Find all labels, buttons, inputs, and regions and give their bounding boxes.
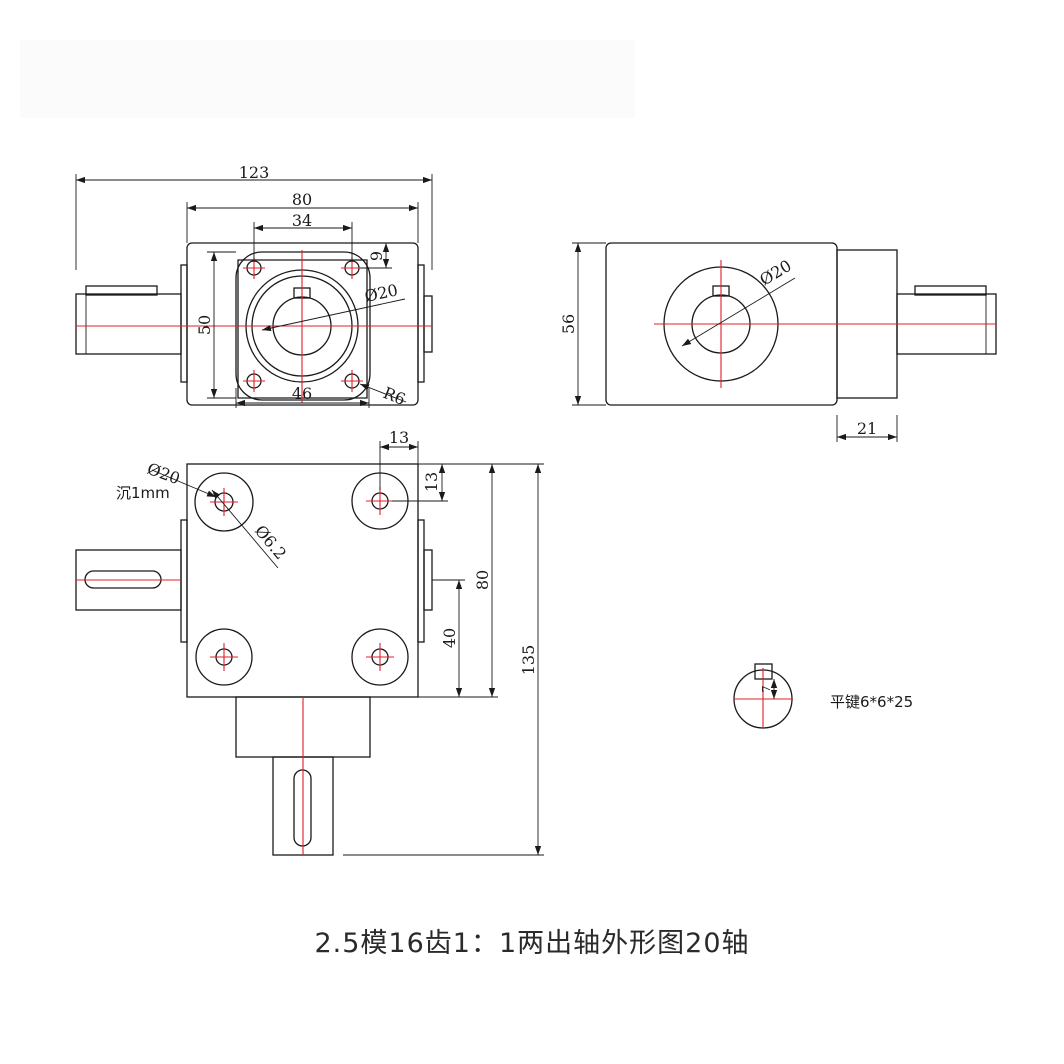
top-left-collar bbox=[180, 264, 188, 383]
dim-label-top-body: 80 bbox=[292, 190, 312, 209]
front-right-stub bbox=[423, 549, 433, 611]
dim-label-front-hole: Ø6.2 bbox=[251, 521, 290, 563]
side-shaft-key bbox=[914, 285, 987, 296]
dim-label-front-overall: 135 bbox=[519, 645, 538, 676]
dim-label-top-holes: 34 bbox=[292, 211, 312, 230]
dim-label-top-bore: Ø20 bbox=[363, 280, 400, 306]
front-hole-br-cb bbox=[351, 628, 409, 686]
key-detail: 7 平键6*6*25 bbox=[733, 663, 913, 729]
header-band bbox=[20, 40, 635, 118]
top-flange bbox=[237, 259, 368, 399]
dim-label-key-depth: 7 bbox=[760, 686, 773, 693]
front-body bbox=[186, 463, 419, 698]
top-right-shaft-stub bbox=[423, 295, 433, 353]
side-view: 56 Ø20 21 bbox=[559, 242, 997, 442]
dim-line-r6 bbox=[359, 383, 407, 403]
top-left-shaft bbox=[75, 293, 182, 355]
top-right-collar bbox=[417, 264, 425, 383]
dim-label-front-edge-x: 13 bbox=[389, 428, 409, 447]
front-right-collar bbox=[417, 519, 425, 643]
dim-line-front-cb bbox=[151, 469, 217, 498]
front-hole-bl-cb bbox=[195, 628, 253, 686]
dim-label-side-bore: Ø20 bbox=[756, 256, 794, 290]
dim-label-top-bottom-holes: 46 bbox=[292, 384, 312, 403]
dim-label-front-half: 40 bbox=[440, 628, 459, 648]
dim-label-side-shaft: 21 bbox=[857, 419, 877, 438]
dim-label-front-body: 80 bbox=[473, 570, 492, 590]
note-key-spec: 平键6*6*25 bbox=[830, 693, 913, 711]
dim-line-side-bore bbox=[681, 277, 796, 347]
front-view: 13 13 40 80 135 Ø20 沉1mm Ø6.2 bbox=[75, 428, 544, 856]
dim-label-front-edge-y: 13 bbox=[422, 472, 441, 492]
top-left-key bbox=[85, 285, 158, 296]
front-hole-tl-cb bbox=[194, 472, 254, 532]
dim-line-front-hole bbox=[211, 489, 279, 569]
dim-label-top-overall: 123 bbox=[239, 163, 270, 182]
dim-line-top-bore bbox=[261, 298, 406, 332]
note-counterbore-depth: 沉1mm bbox=[116, 484, 170, 502]
dim-label-top-edge: 9 bbox=[367, 251, 386, 261]
dim-label-top-height: 50 bbox=[195, 315, 214, 335]
front-left-collar bbox=[180, 519, 188, 643]
drawing-caption: 2.5模16齿1：1两出轴外形图20轴 bbox=[314, 928, 749, 959]
dim-label-side-height: 56 bbox=[559, 314, 578, 334]
top-view: 123 80 34 9 50 46 Ø20 R6 bbox=[75, 163, 433, 409]
